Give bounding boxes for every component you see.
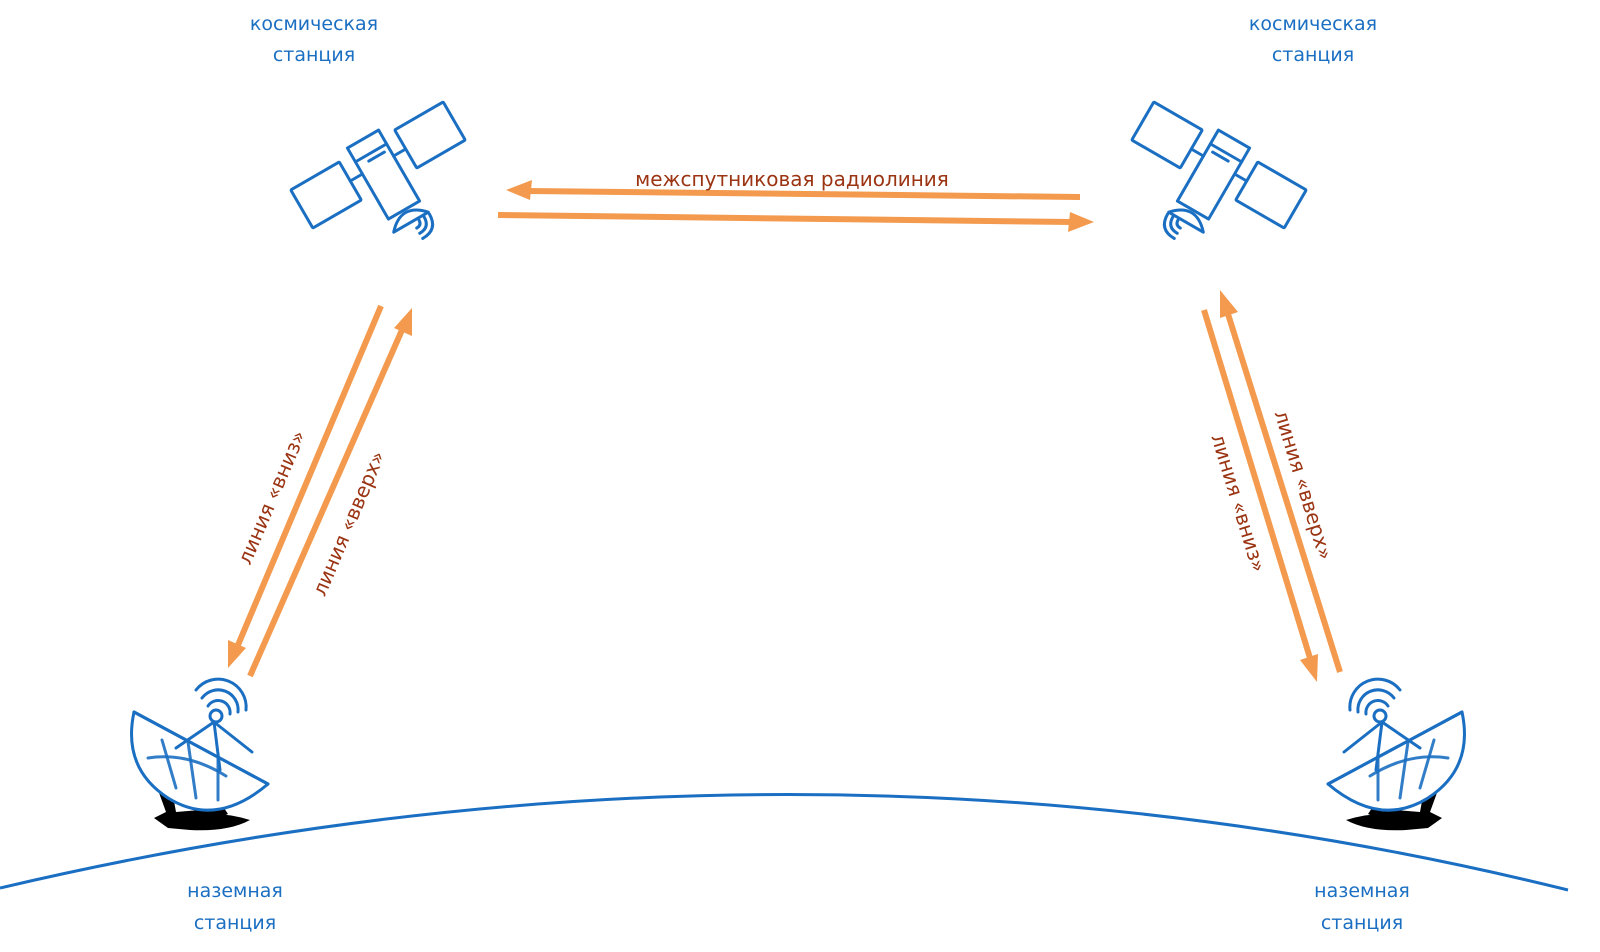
satellite-dish-icon-left	[130, 677, 270, 832]
earth-surface	[0, 793, 1569, 892]
space-station-right-label-line1: космическая	[1249, 13, 1377, 35]
space-station-left-label: космическая станция	[250, 13, 378, 66]
ground-station-left-label-line2: станция	[194, 912, 276, 934]
ground-station-right-label-line2: станция	[1321, 912, 1403, 934]
ground-station-right-label-line1: наземная	[1314, 880, 1410, 902]
right-downlink-arrow	[1201, 309, 1318, 682]
space-station-right-label-line2: станция	[1272, 44, 1354, 66]
intersatellite-arrow-left	[506, 180, 1081, 200]
intersatellite-arrow-right	[497, 212, 1094, 232]
satellite-dish-icon-right	[1326, 677, 1466, 832]
left-uplink-arrow	[247, 308, 412, 678]
space-station-right-label: космическая станция	[1249, 13, 1377, 66]
space-station-left-label-line1: космическая	[250, 13, 378, 35]
satellite-icon-left	[285, 93, 499, 285]
satellite-icon-right	[1098, 93, 1312, 285]
space-station-left-label-line2: станция	[273, 44, 355, 66]
ground-station-right-label: наземная станция	[1314, 880, 1410, 934]
ground-station-left-label: наземная станция	[187, 880, 283, 934]
right-uplink-arrow	[1220, 290, 1343, 673]
left-downlink-arrow	[228, 304, 384, 668]
intersatellite-link-label: межспутниковая радиолиния	[635, 167, 949, 191]
ground-station-left-label-line1: наземная	[187, 880, 283, 902]
